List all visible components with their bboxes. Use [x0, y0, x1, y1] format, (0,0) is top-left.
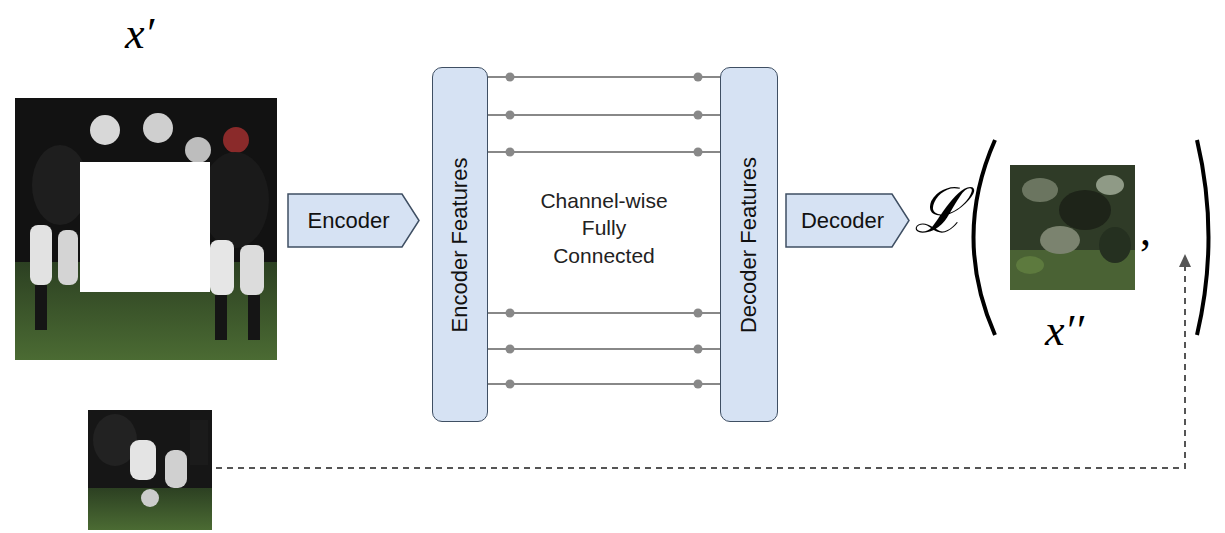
patch-background [1010, 165, 1135, 290]
blur-blob [1040, 226, 1080, 254]
blur-blob [1099, 227, 1131, 263]
decoder-block: Decoder [785, 193, 910, 248]
ground-truth-patch [88, 410, 212, 530]
helmet [223, 127, 249, 153]
variable-label: x′′ [1045, 305, 1084, 356]
feature-column: Decoder Features [720, 67, 778, 422]
connection-dot [506, 380, 515, 389]
player-pants [58, 230, 78, 285]
right-parenthesis [1197, 140, 1209, 335]
separator: , [1140, 205, 1151, 256]
football [141, 489, 159, 507]
connection-dot [506, 148, 515, 157]
blur-blob [1059, 190, 1111, 230]
node-label: Decoder Features [736, 156, 762, 332]
variable-label: x′ [125, 8, 154, 59]
player-leg [215, 295, 227, 340]
input-photo [15, 98, 277, 360]
channel-connection [488, 345, 720, 354]
ground-truth-arrow [216, 266, 1185, 468]
missing-region-mask [80, 162, 210, 292]
player-leg [35, 285, 47, 330]
player-body [32, 145, 88, 225]
node-label: Encoder Features [447, 157, 473, 332]
channel-connection [488, 309, 720, 318]
channel-connection [488, 380, 720, 389]
connection-dot [506, 309, 515, 318]
channel-connection [488, 148, 720, 157]
reconstruction-patch [1010, 165, 1135, 290]
connector-line [488, 114, 720, 116]
encoder-block: Encoder [287, 193, 420, 248]
helmet [143, 113, 173, 143]
layer-label: Channel-wise Fully Connected [534, 187, 674, 269]
connector-line [488, 383, 720, 385]
pentagon-shape [786, 194, 909, 247]
loss-symbol: ℒ [914, 166, 966, 250]
connection-dot [694, 345, 703, 354]
patch-background [88, 410, 212, 530]
helmet [90, 115, 120, 145]
blur-blob [1022, 178, 1058, 202]
pentagon-shape [288, 194, 419, 247]
patch-grass [88, 488, 212, 530]
channel-connection [488, 111, 720, 120]
connection-dot [506, 111, 515, 120]
node-label: Encoder [308, 208, 390, 234]
connection-dot [694, 73, 703, 82]
player-leg [190, 420, 208, 465]
arrowhead [1179, 254, 1191, 267]
connector-line [488, 151, 720, 153]
connection-dot [506, 73, 515, 82]
connector-line [488, 348, 720, 350]
left-parenthesis [974, 140, 996, 335]
connection-dot [694, 380, 703, 389]
player-pants [240, 245, 264, 295]
blur-blob [1016, 256, 1044, 274]
player-pants [165, 450, 187, 488]
feature-column: Encoder Features [432, 67, 488, 422]
player-pants [210, 240, 234, 295]
connection-dot [694, 148, 703, 157]
connector-line [488, 312, 720, 314]
node-label: Decoder [801, 208, 884, 234]
photo-background [15, 98, 277, 360]
blur-blob [1096, 175, 1124, 195]
connection-dot [506, 345, 515, 354]
player-body [201, 152, 269, 248]
connector-line [488, 76, 720, 78]
connection-dot [694, 309, 703, 318]
player-leg [248, 295, 260, 340]
player-pants [130, 440, 156, 480]
player-pants [30, 225, 52, 285]
channel-connection [488, 73, 720, 82]
helmet [185, 137, 211, 163]
connection-dot [694, 111, 703, 120]
